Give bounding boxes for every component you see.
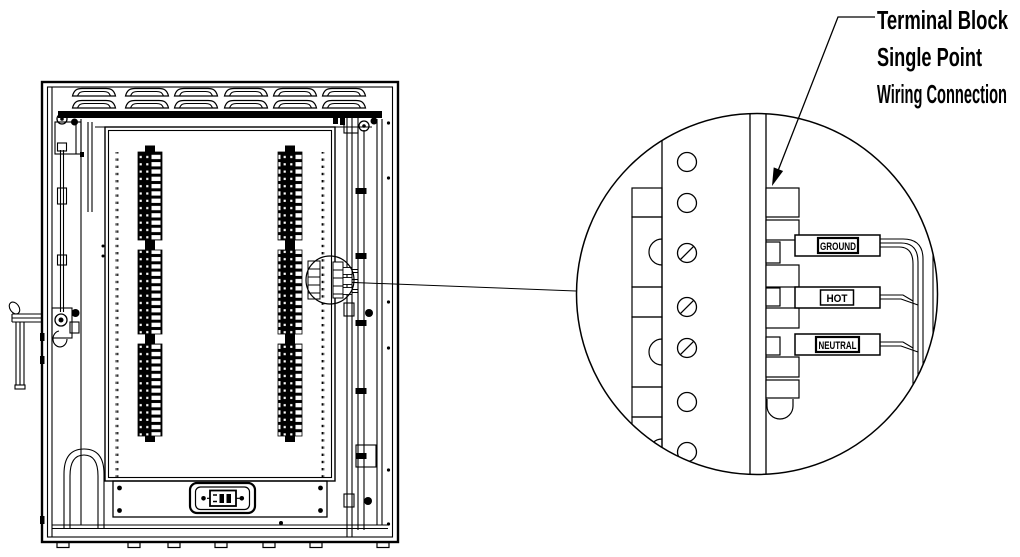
cabinet-inner-frame <box>46 86 394 538</box>
door-frame-lines <box>51 87 388 537</box>
bottom-panel <box>112 480 328 525</box>
vent-grid <box>58 87 382 118</box>
wire-neutral: NEUTRAL <box>794 333 881 356</box>
terminal-strip-right <box>277 145 303 442</box>
vent-band-divider <box>58 111 382 118</box>
plate-holes <box>676 151 698 463</box>
hot-label-box <box>819 289 855 306</box>
wire-hot: HOT <box>794 286 881 309</box>
mounting-hole-column-right <box>321 152 325 478</box>
neutral-label-box <box>814 335 861 354</box>
cabinet-front-view <box>8 80 400 549</box>
ground-label: GROUND <box>820 241 856 253</box>
ground-label-box <box>816 236 860 255</box>
annotation: Terminal Block Single Point Wiring Conne… <box>772 7 1009 186</box>
annotation-arrowhead-icon <box>772 167 784 186</box>
hot-label: HOT <box>827 293 848 305</box>
hinge-hardware-left <box>40 113 105 528</box>
annotation-line-1: Terminal Block <box>877 7 1009 35</box>
annotation-line-3: Wiring Connection <box>877 81 1007 109</box>
detail-callout-circle <box>305 255 358 305</box>
terminal-strip-left <box>137 145 163 442</box>
cabinet-feet <box>56 541 390 549</box>
door-handle <box>8 301 43 390</box>
handle-knob <box>8 301 21 315</box>
cabinet-outer-frame <box>40 80 400 544</box>
detail-view-circle <box>575 112 939 476</box>
terminal-block-detail <box>765 187 800 420</box>
annotation-leader-line <box>773 16 875 182</box>
callout-leader-line <box>353 282 577 292</box>
latch-hardware-right <box>333 116 391 526</box>
receptacle <box>188 481 257 515</box>
annotation-line-2: Single Point <box>877 44 982 72</box>
wire-ground: GROUND <box>794 234 881 257</box>
detail-view: GROUND HOT NEUTRAL <box>575 112 939 476</box>
wire-loop-arch <box>63 448 105 528</box>
neutral-label: NEUTRAL <box>819 340 857 352</box>
mounting-hole-column-left <box>115 152 119 478</box>
